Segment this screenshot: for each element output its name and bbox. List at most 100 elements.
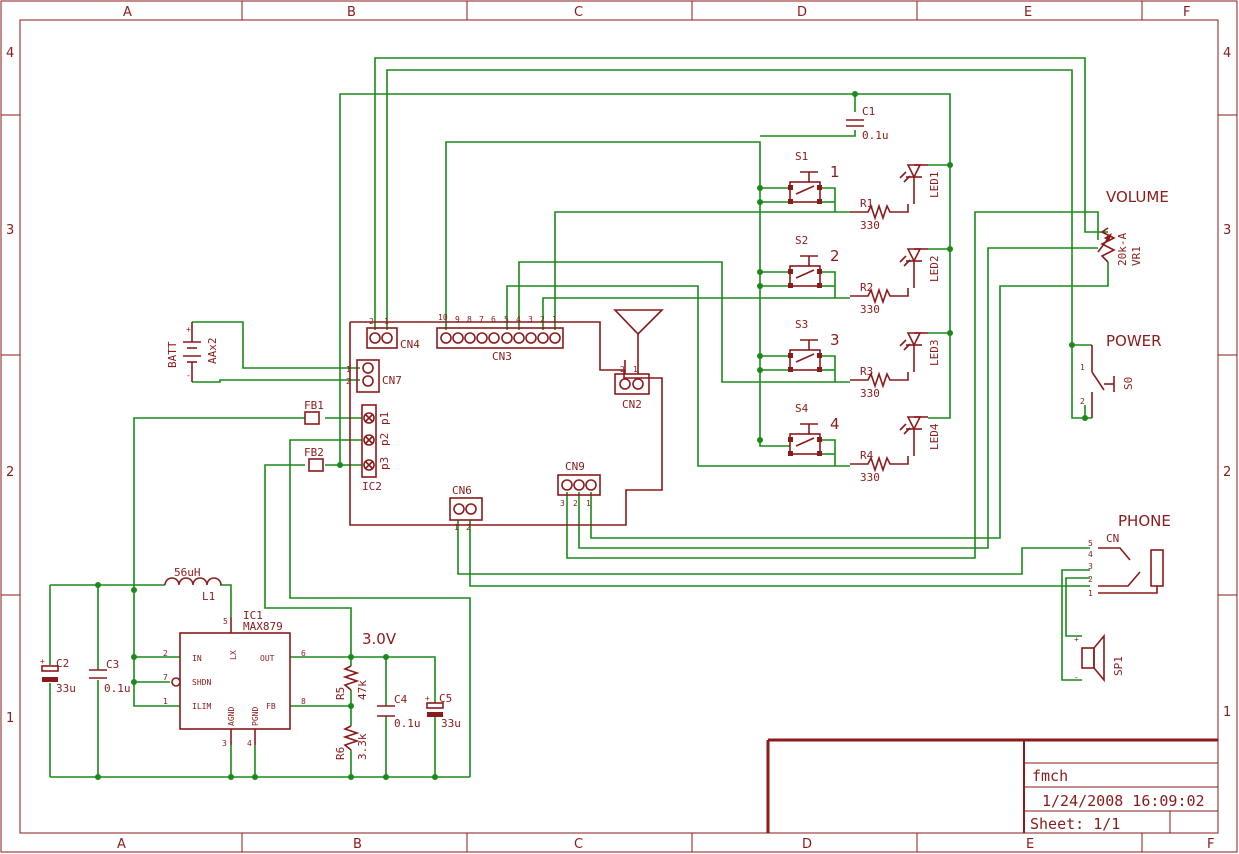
phone-label: PHONE: [1118, 512, 1171, 530]
led-name: LED4: [928, 423, 941, 450]
phone-jack[interactable]: 54 32 1 PHONE CN: [1088, 512, 1171, 598]
resistor-name: R3: [860, 365, 873, 378]
ic1-ilim-pin: ILIM: [192, 702, 211, 711]
c1-value: 0.1u: [862, 129, 889, 142]
ic1-shdn-pin: SHDN: [192, 678, 211, 687]
ferrite-fb1[interactable]: FB1: [304, 399, 324, 425]
capacitor-c5[interactable]: + C5 33u: [425, 692, 461, 730]
col-label-b: B: [347, 5, 356, 20]
svg-text:2: 2: [466, 523, 471, 532]
svg-text:-: -: [186, 371, 191, 380]
ic2-module[interactable]: p1 p2 p3 IC2: [361, 404, 391, 493]
col-label-b-bottom: B: [353, 837, 362, 852]
svg-text:1: 1: [163, 697, 168, 706]
led-name: LED1: [928, 172, 941, 199]
svg-text:6: 6: [301, 649, 306, 658]
resistor-r5[interactable]: R5 47k: [334, 665, 369, 700]
r6-label: R6: [334, 747, 347, 760]
potentiometer-vr1[interactable]: VOLUME 20k-A VR1: [1097, 188, 1169, 266]
connector-cn7[interactable]: 12 CN7: [346, 359, 402, 393]
svg-text:4: 4: [247, 739, 252, 748]
led-led3: LED3: [899, 332, 941, 372]
led-led4: LED4: [899, 416, 941, 456]
svg-text:2: 2: [540, 315, 545, 324]
title-author: fmch: [1032, 767, 1068, 785]
ic1-fb-pin: FB: [266, 702, 276, 711]
c1-label: C1: [862, 105, 875, 118]
svg-text:4: 4: [1088, 550, 1093, 559]
inductor-l1[interactable]: 56uH L1: [164, 566, 222, 603]
s0-label: S0: [1122, 377, 1135, 390]
switch-number: 2: [830, 247, 840, 265]
svg-text:+: +: [425, 694, 430, 703]
col-label-c: C: [574, 5, 583, 20]
svg-text:1: 1: [552, 315, 557, 324]
svg-text:5: 5: [223, 617, 228, 626]
row-label-1: 1: [6, 711, 14, 726]
batt-label: BATT: [166, 341, 179, 368]
capacitor-c3[interactable]: C3 0.1u: [89, 658, 131, 695]
r5-label: R5: [334, 687, 347, 700]
power-switch-s0[interactable]: 12 POWER S0: [1080, 332, 1162, 418]
svg-text:6: 6: [491, 315, 496, 324]
switch-number: 1: [830, 163, 840, 181]
svg-text:+: +: [40, 657, 45, 666]
svg-text:1: 1: [1088, 589, 1093, 598]
speaker-sp1[interactable]: +- SP1: [1074, 633, 1125, 683]
ic1-agnd-pin: AGND: [227, 707, 236, 726]
svg-text:2: 2: [163, 649, 168, 658]
resistor-name: R2: [860, 281, 873, 294]
cn4-label: CN4: [400, 338, 420, 351]
row-label-3: 3: [6, 223, 14, 238]
battery-batt[interactable]: + - BATT AAx2: [166, 322, 219, 382]
batt-value: AAx2: [206, 338, 219, 365]
svg-text:2: 2: [1088, 575, 1093, 584]
switch-s3[interactable]: S33: [788, 318, 840, 372]
switch-s4[interactable]: S44: [788, 402, 840, 456]
svg-text:3: 3: [1088, 562, 1093, 571]
ic1-value: MAX879: [243, 620, 283, 633]
cn-label: CN: [1106, 532, 1119, 545]
l1-value: 56uH: [174, 566, 201, 579]
switch-name: S1: [795, 150, 808, 163]
switch-s2[interactable]: S22: [788, 234, 840, 288]
svg-text:+: +: [1074, 635, 1079, 644]
resistor-r6[interactable]: R6 3.3k: [334, 725, 369, 760]
ic2-pin-p3: p3: [378, 457, 391, 470]
svg-text:1: 1: [384, 317, 389, 326]
r6-value: 3.3k: [356, 733, 369, 760]
led-name: LED3: [928, 340, 941, 367]
svg-text:7: 7: [479, 315, 484, 324]
svg-text:2: 2: [573, 499, 578, 508]
svg-text:+: +: [186, 325, 191, 334]
switch-s1[interactable]: S1 1: [788, 150, 840, 204]
resistor-r3[interactable]: R3 330: [850, 365, 909, 400]
col-label-d-bottom: D: [802, 837, 812, 852]
ic2-pin-p1: p1: [378, 412, 391, 425]
capacitor-c1[interactable]: C1 0.1u: [846, 105, 889, 142]
rail-voltage-label: 3.0V: [362, 630, 397, 648]
ic1-out-pin: OUT: [260, 654, 275, 663]
col-label-d: D: [797, 5, 807, 20]
ic1-label: IC1: [243, 609, 263, 622]
resistor-value: 330: [860, 387, 880, 400]
switch-number: 4: [830, 415, 840, 433]
ferrite-fb2[interactable]: FB2: [304, 446, 324, 472]
capacitor-c4[interactable]: C4 0.1u: [377, 693, 421, 730]
capacitor-c2[interactable]: + C2 33u: [40, 657, 76, 695]
fb2-label: FB2: [304, 446, 324, 459]
